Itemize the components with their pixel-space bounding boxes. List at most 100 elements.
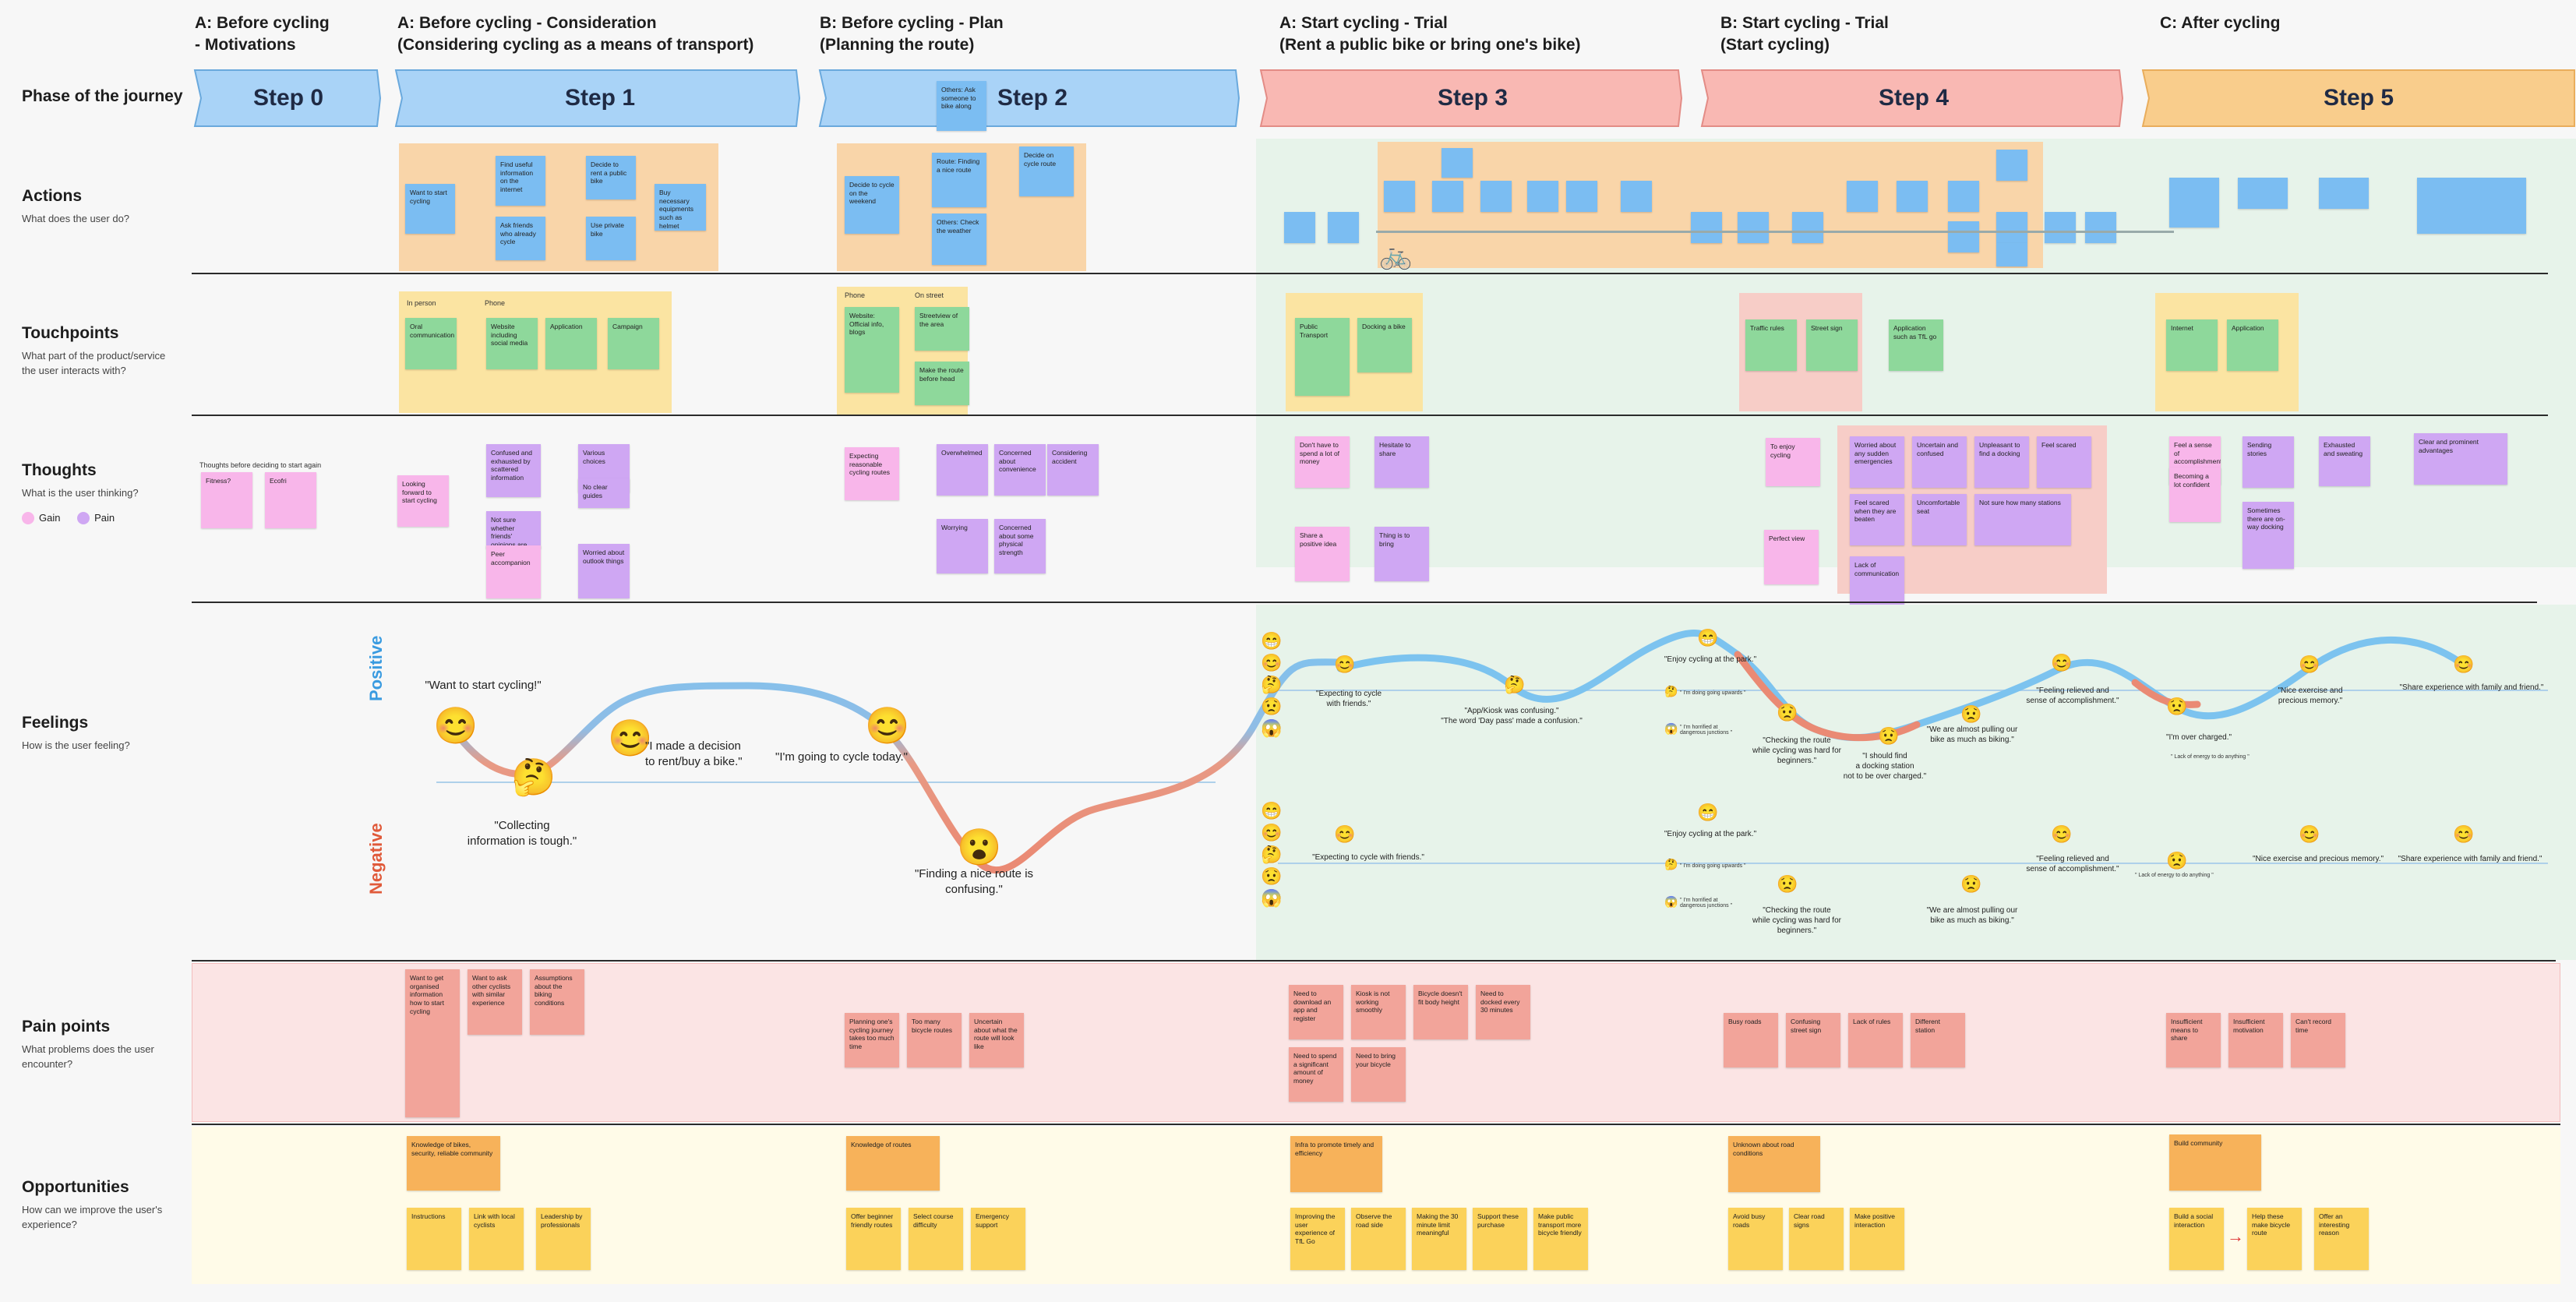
sticky-note[interactable] [1996, 212, 2027, 243]
sticky-note[interactable]: To enjoy cycling [1766, 438, 1820, 486]
sticky-note[interactable]: Buy necessary equipments such as helmet [655, 184, 706, 231]
sticky-note[interactable]: Not sure whether friends' opinions are s… [486, 511, 541, 549]
sticky-note[interactable]: Clear and prominent advantages [2414, 433, 2507, 485]
sticky-note[interactable]: Improving the user experience of TfL Go [1290, 1208, 1345, 1270]
sticky-note[interactable]: Want to get organised information how to… [405, 969, 460, 1117]
sticky-note[interactable]: Different station [1911, 1013, 1965, 1067]
sticky-note[interactable]: Build community [2169, 1134, 2261, 1191]
sticky-note[interactable] [1384, 181, 1415, 212]
sticky-note[interactable]: Assumptions about the biking conditions [530, 969, 584, 1035]
sticky-note[interactable]: Lack of rules [1848, 1013, 1903, 1067]
sticky-note[interactable]: No clear guides [578, 478, 630, 508]
sticky-note[interactable]: Need to spend a significant amount of mo… [1289, 1047, 1343, 1102]
sticky-note[interactable]: Knowledge of routes [846, 1136, 940, 1191]
sticky-note[interactable]: Insufficient motivation [2228, 1013, 2283, 1067]
sticky-note[interactable]: Thing is to bring [1374, 527, 1429, 581]
sticky-note[interactable]: Make the route before head [915, 362, 969, 405]
sticky-note[interactable]: Build a social interaction [2169, 1208, 2224, 1270]
sticky-note[interactable]: Application such as TfL go [1889, 319, 1943, 371]
sticky-note[interactable]: Website including social media [486, 318, 538, 369]
sticky-note[interactable] [1691, 212, 1722, 243]
sticky-note[interactable] [1996, 243, 2027, 266]
sticky-note[interactable]: Concerned about convenience [994, 444, 1046, 496]
sticky-note[interactable]: Others: Check the weather [932, 213, 986, 265]
sticky-note[interactable] [2238, 178, 2288, 209]
sticky-note[interactable]: Unpleasant to find a docking [1974, 436, 2029, 488]
sticky-note[interactable]: Infra to promote timely and efficiency [1290, 1136, 1382, 1192]
sticky-note[interactable]: Use private bike [586, 217, 636, 260]
sticky-note[interactable]: Website: Official info, blogs [845, 307, 899, 393]
sticky-note[interactable]: Making the 30 minute limit meaningful [1412, 1208, 1466, 1270]
sticky-note[interactable] [2169, 178, 2219, 228]
sticky-note[interactable]: Find useful information on the internet [496, 156, 545, 206]
sticky-note[interactable]: Peer accompanion [486, 545, 541, 598]
sticky-note[interactable]: Link with local cyclists [469, 1208, 524, 1270]
sticky-note[interactable]: Worried about any sudden emergencies [1850, 436, 1904, 488]
sticky-note[interactable]: Support these purchase [1473, 1208, 1527, 1270]
sticky-note[interactable] [1527, 181, 1558, 212]
sticky-note[interactable]: Not sure how many stations [1974, 494, 2071, 545]
sticky-note[interactable]: Clear road signs [1789, 1208, 1844, 1270]
sticky-note[interactable]: Others: Ask someone to bike along [937, 81, 986, 131]
sticky-note[interactable]: Decide on cycle route [1019, 146, 1074, 196]
sticky-note[interactable]: Can't record time [2291, 1013, 2345, 1067]
sticky-note[interactable]: Internet [2166, 319, 2218, 371]
sticky-note[interactable]: Uncertain and confused [1912, 436, 1967, 488]
sticky-note[interactable]: Share a positive idea [1295, 527, 1350, 581]
sticky-note[interactable]: Avoid busy roads [1728, 1208, 1783, 1270]
sticky-note[interactable] [1284, 212, 1315, 243]
sticky-note[interactable]: Make positive interaction [1850, 1208, 1904, 1270]
sticky-note[interactable]: Docking a bike [1357, 318, 1412, 372]
sticky-note[interactable]: Confusing street sign [1786, 1013, 1840, 1067]
sticky-note[interactable] [2417, 178, 2526, 234]
sticky-note[interactable]: Help these make bicycle route [2247, 1208, 2302, 1270]
sticky-note[interactable] [1480, 181, 1512, 212]
sticky-note[interactable]: Offer an interesting reason [2314, 1208, 2369, 1270]
sticky-note[interactable] [1738, 212, 1769, 243]
sticky-note[interactable] [2319, 178, 2369, 209]
sticky-note[interactable]: Kiosk is not working smoothly [1351, 985, 1406, 1039]
sticky-note[interactable]: Sending stories [2243, 436, 2294, 488]
sticky-note[interactable] [1847, 181, 1878, 212]
sticky-note[interactable]: Concerned about some physical strength [994, 519, 1046, 573]
sticky-note[interactable]: Decide to cycle on the weekend [845, 176, 899, 234]
sticky-note[interactable]: Insufficient means to share [2166, 1013, 2221, 1067]
sticky-note[interactable]: Oral communication [405, 318, 457, 369]
sticky-note[interactable]: Need to download an app and register [1289, 985, 1343, 1039]
sticky-note[interactable]: Hesitate to share [1374, 436, 1429, 488]
sticky-note[interactable]: Ask friends who already cycle [496, 217, 545, 260]
sticky-note[interactable]: Uncertain about what the route will look… [969, 1013, 1024, 1067]
sticky-note[interactable]: Application [2227, 319, 2278, 371]
sticky-note[interactable]: Need to bring your bicycle [1351, 1047, 1406, 1102]
sticky-note[interactable]: Unknown about road conditions [1728, 1136, 1820, 1192]
sticky-note[interactable]: Don't have to spend a lot of money [1295, 436, 1350, 488]
sticky-note[interactable]: Knowledge of bikes, security, reliable c… [407, 1136, 500, 1191]
sticky-note[interactable]: Need to docked every 30 minutes [1476, 985, 1530, 1039]
sticky-note[interactable]: Expecting reasonable cycling routes [845, 447, 899, 500]
sticky-note[interactable] [1948, 221, 1979, 252]
sticky-note[interactable]: Want to start cycling [405, 184, 455, 234]
sticky-note[interactable]: Becoming a lot confident [2169, 468, 2221, 522]
sticky-note[interactable]: Select course difficulty [909, 1208, 963, 1270]
sticky-note[interactable] [1897, 181, 1928, 212]
sticky-note[interactable]: Application [545, 318, 597, 369]
sticky-note[interactable] [2085, 212, 2116, 243]
sticky-note[interactable]: Feel scared when they are beaten [1850, 494, 1904, 545]
sticky-note[interactable] [2045, 212, 2076, 243]
sticky-note[interactable] [1566, 181, 1597, 212]
sticky-note[interactable]: Observe the road side [1351, 1208, 1406, 1270]
sticky-note[interactable]: Fitness? [201, 472, 252, 528]
sticky-note[interactable]: Streetview of the area [915, 307, 969, 351]
sticky-note[interactable]: Instructions [407, 1208, 461, 1270]
sticky-note[interactable] [1621, 181, 1652, 212]
sticky-note[interactable] [1432, 181, 1463, 212]
sticky-note[interactable] [1996, 150, 2027, 181]
sticky-note[interactable]: Traffic rules [1745, 319, 1797, 371]
sticky-note[interactable]: Street sign [1806, 319, 1858, 371]
sticky-note[interactable]: Emergency support [971, 1208, 1025, 1270]
sticky-note[interactable]: Ecofri [265, 472, 316, 528]
sticky-note[interactable] [1442, 148, 1473, 178]
sticky-note[interactable]: Feel scared [2037, 436, 2091, 488]
sticky-note[interactable]: Bicycle doesn't fit body height [1413, 985, 1468, 1039]
sticky-note[interactable]: Offer beginner friendly routes [846, 1208, 901, 1270]
